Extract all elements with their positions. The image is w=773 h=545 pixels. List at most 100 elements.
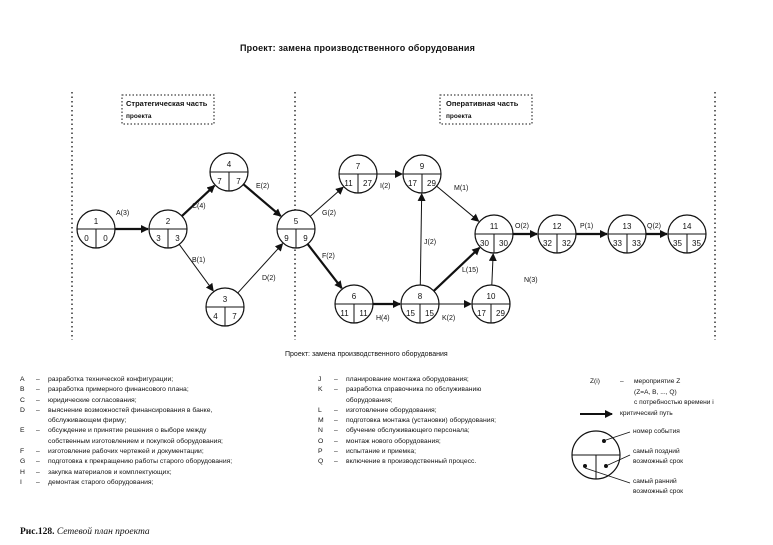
activity-description: выяснение возможностей финансирования в … bbox=[48, 406, 213, 414]
diagram-title: Проект: замена производственного оборудо… bbox=[240, 43, 476, 53]
event-earliest: 17 bbox=[477, 309, 486, 318]
legend-z-dash: – bbox=[620, 378, 624, 385]
legend-dot-event bbox=[602, 439, 606, 443]
activity-key: B bbox=[20, 386, 25, 394]
phase-label-operational-line1: Оперативная часть bbox=[446, 99, 519, 108]
event-number: 13 bbox=[623, 222, 632, 231]
event-number: 5 bbox=[294, 217, 299, 226]
event-latest: 30 bbox=[499, 239, 508, 248]
caption-number: Рис.128. bbox=[20, 527, 55, 537]
edge-label: F(2) bbox=[322, 253, 335, 260]
event-number: 10 bbox=[487, 292, 496, 301]
activity-legend-row: H–закупка материалов и комплектующих; bbox=[20, 468, 232, 478]
event-latest: 35 bbox=[692, 239, 701, 248]
edge-4-5 bbox=[242, 183, 282, 217]
event-latest: 32 bbox=[562, 239, 571, 248]
edge-8-11 bbox=[433, 246, 481, 292]
activity-key: I bbox=[20, 478, 22, 486]
activity-key: P bbox=[318, 448, 323, 456]
legend-z-line2: (Z=A, B, ..., Q) bbox=[634, 389, 677, 396]
legend-earliest-line1: самый ранний bbox=[633, 478, 677, 485]
activity-dash: – bbox=[36, 468, 40, 476]
event-earliest: 30 bbox=[480, 239, 489, 248]
event-earliest: 15 bbox=[406, 309, 415, 318]
activity-dash: – bbox=[334, 458, 338, 466]
event-number: 9 bbox=[420, 162, 425, 171]
event-latest: 15 bbox=[425, 309, 434, 318]
event-earliest: 32 bbox=[543, 239, 552, 248]
legend-dot-latest bbox=[604, 464, 608, 468]
activity-key bbox=[20, 416, 36, 426]
edge-label: O(2) bbox=[515, 223, 529, 230]
activity-description: собственным изготовлением и покупкой обо… bbox=[48, 437, 223, 445]
event-latest: 7 bbox=[236, 177, 241, 186]
activity-legend-row: J–планирование монтажа оборудования; bbox=[318, 375, 496, 385]
activity-dash: – bbox=[36, 478, 40, 486]
activity-dash bbox=[36, 437, 48, 447]
activity-dash: – bbox=[334, 406, 338, 414]
activity-description: оборудования; bbox=[346, 396, 393, 404]
legend-event-number: номер события bbox=[633, 428, 680, 435]
activity-key: G bbox=[20, 458, 26, 466]
legend-critical-path: критический путь bbox=[620, 410, 673, 417]
event-earliest: 3 bbox=[156, 234, 161, 243]
activity-description: обучение обслуживающего персонала; bbox=[346, 427, 470, 435]
activity-key: H bbox=[20, 468, 25, 476]
legend-symbols bbox=[571, 410, 631, 484]
phase-label-operational-line2: проекта bbox=[446, 113, 472, 120]
edge-label: A(3) bbox=[116, 210, 129, 217]
activity-legend-row: Q–включение в производственный процесс. bbox=[318, 457, 496, 467]
edge-label: K(2) bbox=[442, 315, 455, 322]
activity-description: планирование монтажа оборудования; bbox=[346, 376, 469, 383]
activity-legend-row: A–разработка технической конфигурации; bbox=[20, 375, 232, 385]
activity-description: подготовка к прекращению работы старого … bbox=[48, 458, 233, 466]
activity-legend-row: D–выяснение возможностей финансирования … bbox=[20, 406, 232, 416]
diagram-subtitle: Проект: замена производственного оборудо… bbox=[285, 351, 448, 358]
event-earliest: 17 bbox=[408, 179, 417, 188]
legend-latest-line2: возможный срок bbox=[633, 458, 683, 465]
edge-label: I(2) bbox=[380, 183, 391, 190]
edge-label: P(1) bbox=[580, 223, 593, 230]
edge-label: H(4) bbox=[376, 315, 390, 322]
activity-dash: – bbox=[334, 417, 338, 425]
activity-key: F bbox=[20, 448, 25, 456]
activity-legend-row: оборудования; bbox=[318, 396, 496, 406]
activity-dash: – bbox=[334, 386, 338, 394]
edge-label: Q(2) bbox=[647, 223, 661, 230]
figure-caption: Рис.128. Сетевой план проекта bbox=[20, 527, 150, 537]
activity-legend-row: B–разработка примерного финансового план… bbox=[20, 385, 232, 395]
event-number: 7 bbox=[356, 162, 361, 171]
event-number: 11 bbox=[490, 222, 499, 231]
activity-legend-row: L–изготовление оборудования; bbox=[318, 406, 496, 416]
activity-key: C bbox=[20, 396, 25, 404]
activity-description: демонтаж старого оборудования; bbox=[48, 478, 154, 486]
event-latest: 0 bbox=[103, 234, 108, 243]
legend-z-key: Z(i) bbox=[590, 378, 600, 385]
event-number: 14 bbox=[683, 222, 692, 231]
event-earliest: 35 bbox=[673, 239, 682, 248]
phase-label-operational: Оперативная часть проекта bbox=[439, 94, 533, 125]
edge-9-11 bbox=[436, 185, 480, 222]
activity-legend-row: N–обучение обслуживающего персонала; bbox=[318, 426, 496, 436]
edge-5-7 bbox=[309, 186, 344, 217]
activity-key bbox=[318, 396, 334, 406]
activity-legend-row: E–обсуждение и принятие решения о выборе… bbox=[20, 426, 232, 436]
activity-dash: – bbox=[36, 396, 40, 404]
event-number: 6 bbox=[352, 292, 357, 301]
activity-dash: – bbox=[36, 406, 40, 414]
activity-description: подготовка монтажа (установки) оборудова… bbox=[346, 417, 497, 425]
edges-layer: A(3)C(4)B(1)E(2)D(2)G(2)F(2)I(2)H(4)J(2)… bbox=[115, 170, 668, 322]
activity-key: L bbox=[318, 406, 322, 414]
activity-legend-row: P–испытание и приемка; bbox=[318, 447, 496, 457]
leader-earliest bbox=[584, 467, 631, 484]
legend-latest-line1: самый поздний bbox=[633, 448, 680, 455]
activity-description: юридические согласования; bbox=[48, 396, 137, 404]
edge-label: J(2) bbox=[424, 239, 436, 246]
